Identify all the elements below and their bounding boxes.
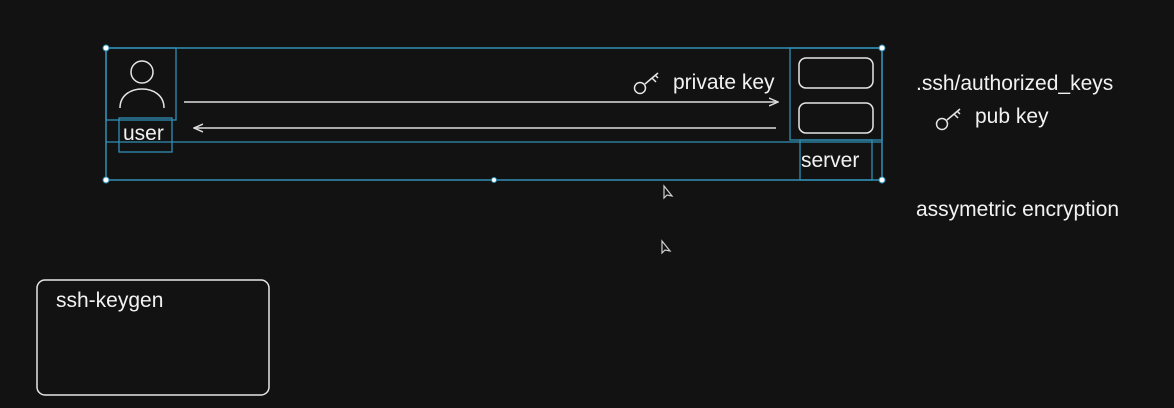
keygen-box[interactable] [36, 279, 270, 396]
pub-key-label: pub key [975, 105, 1049, 128]
keygen-label: ssh-keygen [56, 289, 164, 312]
selection-handles[interactable] [102, 44, 886, 184]
key-icon [935, 108, 961, 131]
server-slot-top[interactable] [798, 57, 874, 89]
cursor-icon [661, 239, 672, 255]
user-icon [119, 60, 165, 109]
server-label: server [801, 149, 860, 172]
selection-frame[interactable] [105, 47, 883, 181]
server-box[interactable] [789, 47, 883, 141]
server-slot-bottom[interactable] [798, 102, 874, 134]
user-box[interactable] [105, 47, 177, 121]
server-label-box[interactable] [799, 139, 873, 181]
encryption-note: assymetric encryption [916, 198, 1120, 221]
user-label: user [123, 122, 164, 145]
private-key-label: private key [673, 71, 775, 94]
cursor-icon [663, 184, 674, 200]
authorized-keys-path: .ssh/authorized_keys [916, 72, 1114, 95]
user-label-box[interactable] [118, 117, 173, 153]
key-icon [633, 72, 659, 95]
